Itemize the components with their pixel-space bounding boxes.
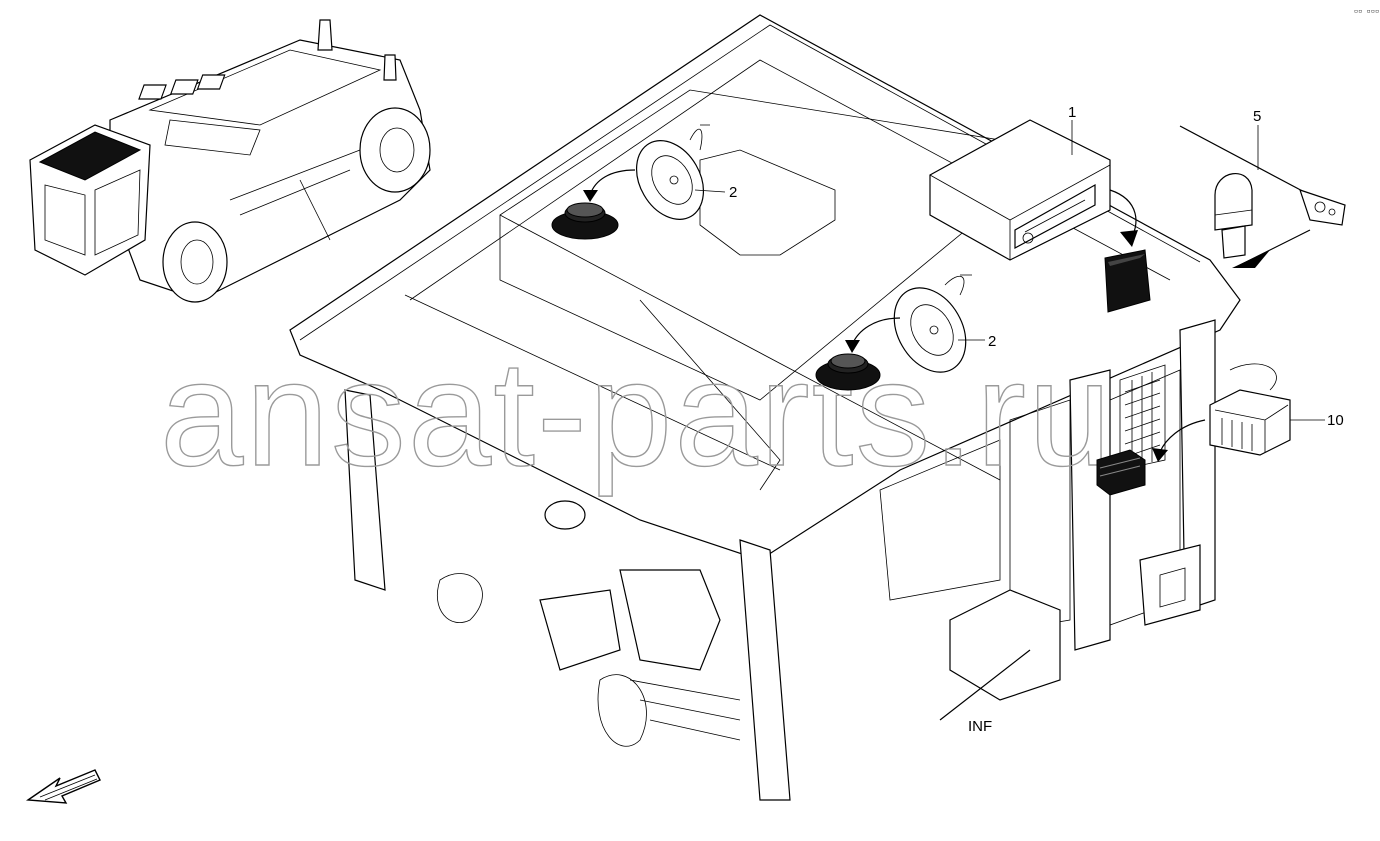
corner-mark: ▫▫ ▫▫▫ [1354,7,1379,15]
beacon-light [1214,173,1253,259]
machine-overview-thumbnail [29,19,431,303]
front-left-pillar [739,539,791,801]
display-unit [619,569,721,671]
callout-5: 5 [1253,108,1261,125]
radio-faceplate [1014,183,1096,250]
part-2-speaker-upper [635,124,726,220]
module-arrow [1159,419,1206,453]
part-1-radio [929,119,1111,261]
callout-1: 1 [1068,104,1076,121]
direction-arrow-icon [25,769,101,804]
thumbnail-rear-wheel [359,107,431,193]
panel-badge: INF [968,718,992,735]
steering-linkage [939,649,1031,721]
radio-arrow-head [1120,230,1138,247]
watermark: ansat-parts.ru [160,329,1113,497]
roof-hatch [699,149,836,256]
callout-2-lower: 2 [988,333,996,350]
speaker-lower-grille [815,353,881,391]
speaker-upper-grille [551,202,619,240]
joystick-console [539,589,621,671]
callout-10: 10 [1327,412,1344,429]
part-2-speaker-lower [893,274,985,373]
left-pillar [344,389,386,591]
joystick-knob [544,500,586,530]
radio-mount-box [1104,249,1151,313]
callout-2-upper: 2 [729,184,737,201]
module-installed [1096,449,1146,496]
rear-right-pillar [1179,319,1216,611]
part-10-module [1209,363,1325,456]
part-5-antenna [1179,125,1346,226]
operator-seat [949,589,1061,701]
thumbnail-front-wheel [162,221,228,303]
door-handle [1139,544,1201,626]
right-pillar [1069,369,1111,651]
rear-window-grille [1119,364,1166,471]
